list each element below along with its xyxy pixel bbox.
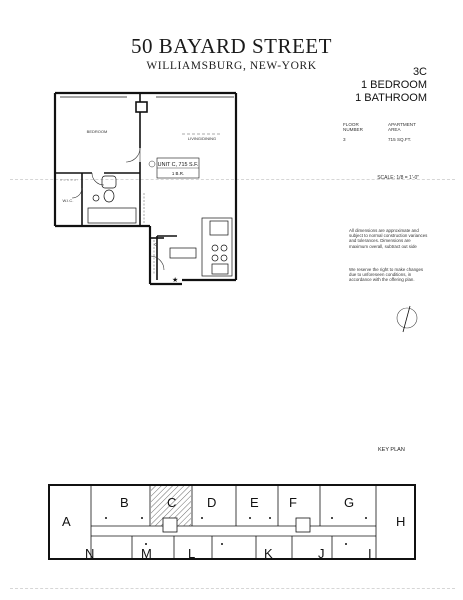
key-unit-b: B <box>120 495 129 510</box>
key-unit-k: K <box>264 546 273 561</box>
svg-text:★: ★ <box>172 276 178 284</box>
key-unit-n: N <box>85 546 94 561</box>
floor-plan: UNIT C, 715 S.F. 1 B.R. BEDROOM LIVING/D… <box>53 91 238 286</box>
north-arrow-icon <box>396 305 418 333</box>
key-unit-e: E <box>250 495 259 510</box>
key-unit-a: A <box>62 514 71 529</box>
room-label-living: LIVING/DINING <box>188 136 216 141</box>
key-unit-i: I <box>368 546 372 561</box>
key-unit-c: C <box>167 495 176 510</box>
room-label-wic: W.I.C. <box>63 198 74 203</box>
closet-label: C <box>154 242 158 247</box>
key-unit-f: F <box>289 495 297 510</box>
floor-number-label: FLOOR NUMBER 3 <box>343 122 363 142</box>
scale-label: SCALE: 1/8 = 1'-0" <box>377 175 419 181</box>
key-plan: A B C D E F G H N M L K J I <box>48 484 416 561</box>
key-unit-g: G <box>344 495 354 510</box>
unit-tag-label: UNIT C, 715 S.F. <box>158 162 199 168</box>
separator-line <box>10 179 455 180</box>
unit-tag-sub: 1 B.R. <box>172 171 184 176</box>
apartment-area-label: APARTMENT AREA 715 SQ.FT. <box>388 122 416 142</box>
disclaimer-note: All dimensions are approximate and subje… <box>349 228 428 249</box>
separator-line <box>10 588 455 589</box>
key-unit-d: D <box>207 495 216 510</box>
floor-number-value: 3 <box>343 136 346 142</box>
offering-plan-note: We reserve the right to make changes due… <box>349 267 424 283</box>
unit-summary: 3C 1 BEDROOM 1 BATHROOM <box>355 66 427 105</box>
building-location: WILLIAMSBURG, NEW-YORK <box>146 60 317 72</box>
key-plan-label: KEY PLAN <box>378 447 405 453</box>
key-unit-m: M <box>141 546 152 561</box>
unit-code: 3C <box>412 66 427 78</box>
unit-bedrooms: 1 BEDROOM <box>360 79 427 91</box>
key-unit-j: J <box>318 546 325 561</box>
key-unit-l: L <box>188 546 195 561</box>
building-title: 50 BAYARD STREET <box>131 34 332 58</box>
unit-bathrooms: 1 BATHROOM <box>355 92 427 104</box>
key-unit-h: H <box>396 514 405 529</box>
apartment-area-value: 715 SQ.FT. <box>388 136 412 142</box>
room-label-bedroom: BEDROOM <box>87 129 108 134</box>
